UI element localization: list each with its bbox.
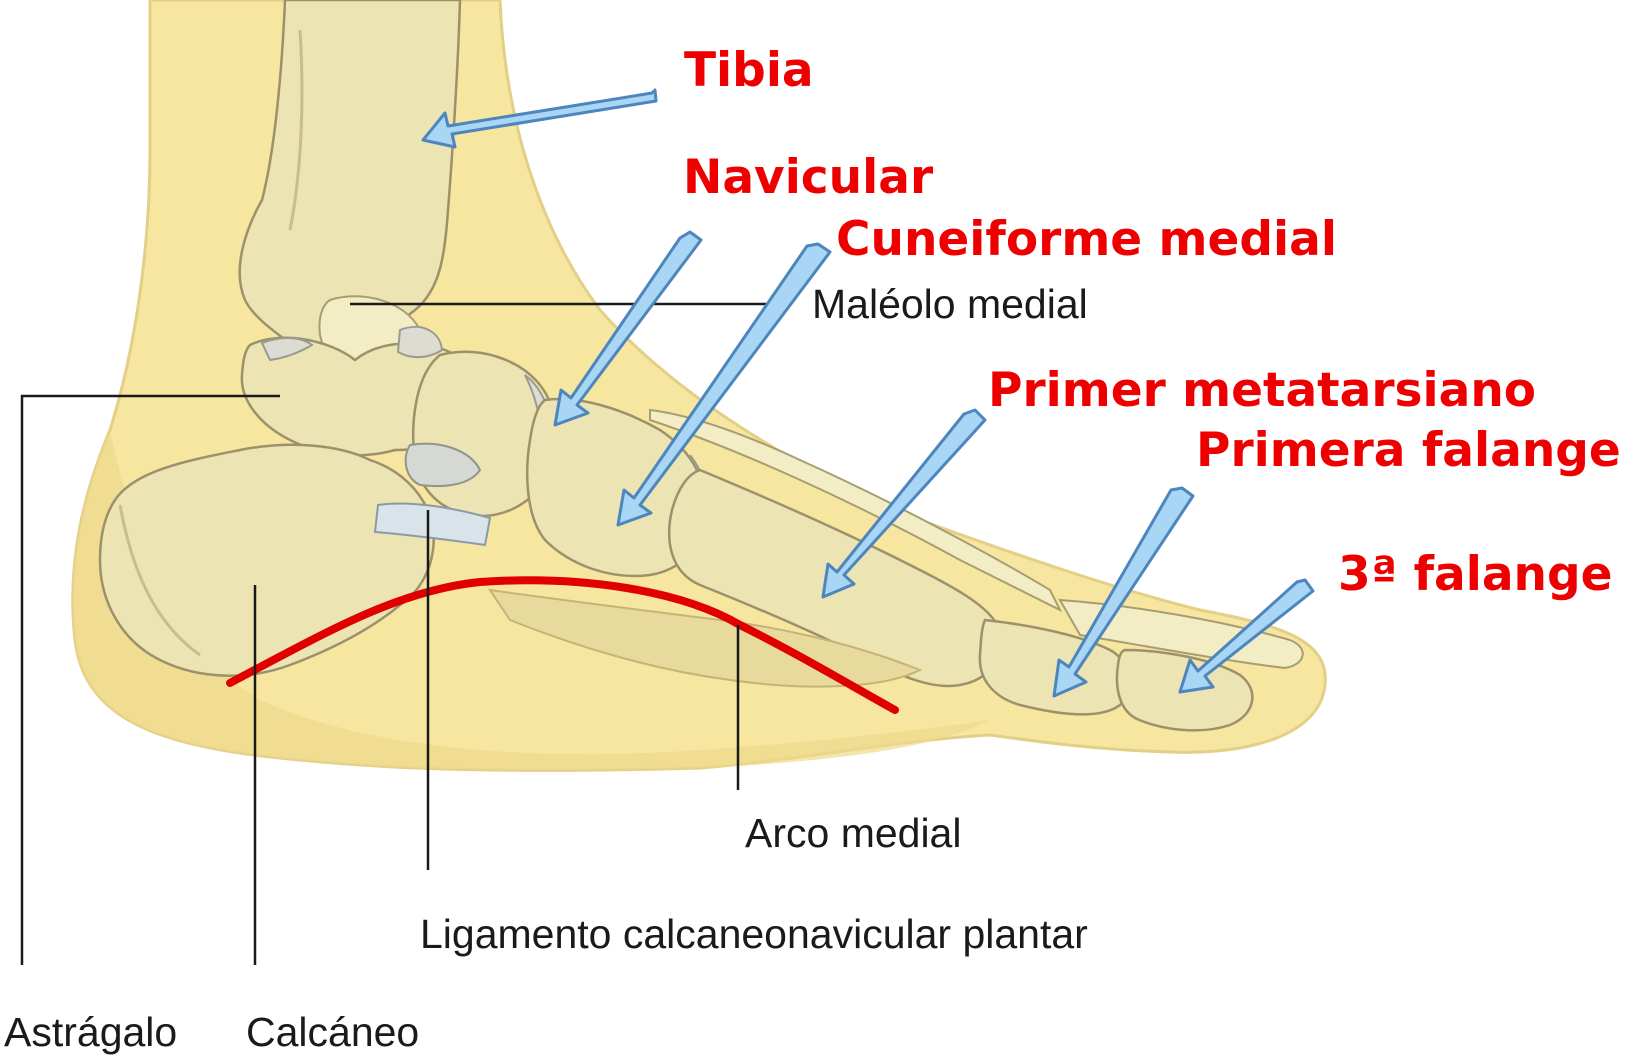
label-tercera-falange: 3ª falange [1338,547,1613,602]
label-navicular: Navicular [683,150,934,205]
label-arco-medial: Arco medial [745,810,961,856]
label-cuneiforme-medial: Cuneiforme medial [836,212,1337,267]
label-calcaneo: Calcáneo [246,1009,419,1055]
label-primer-metatarsiano: Primer metatarsiano [988,363,1536,418]
label-maleolo-medial: Maléolo medial [812,281,1088,327]
label-tibia: Tibia [684,43,814,98]
label-primera-falange: Primera falange [1196,423,1621,478]
label-astragalo: Astrágalo [4,1009,177,1055]
label-ligamento: Ligamento calcaneonavicular plantar [420,911,1088,957]
